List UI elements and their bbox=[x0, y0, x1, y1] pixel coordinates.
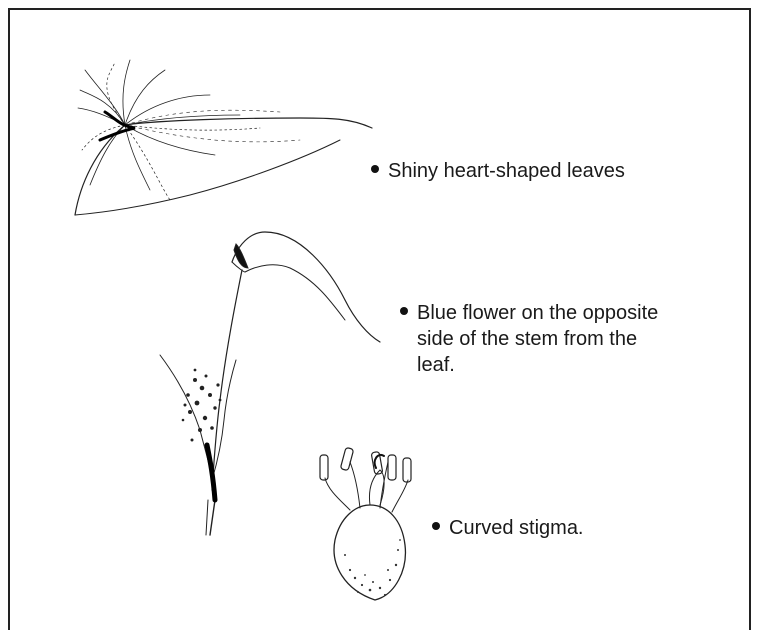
stigma-text: Curved stigma. bbox=[449, 517, 584, 539]
flower-text-line1: Blue flower on the opposite bbox=[417, 302, 658, 324]
leaves-text: Shiny heart-shaped leaves bbox=[388, 160, 625, 182]
flower-illustration bbox=[160, 232, 380, 535]
stigma-illustration bbox=[320, 447, 411, 600]
bullet-icon bbox=[432, 522, 440, 530]
leaf-illustration bbox=[75, 60, 372, 215]
flower-text-line3: leaf. bbox=[400, 352, 730, 378]
label-stigma: Curved stigma. bbox=[432, 515, 584, 541]
label-flower: Blue flower on the opposite side of the … bbox=[400, 300, 730, 378]
bullet-icon bbox=[400, 307, 408, 315]
label-leaves: Shiny heart-shaped leaves bbox=[371, 158, 625, 184]
flower-text-line2: side of the stem from the bbox=[400, 326, 730, 352]
bullet-icon bbox=[371, 165, 379, 173]
